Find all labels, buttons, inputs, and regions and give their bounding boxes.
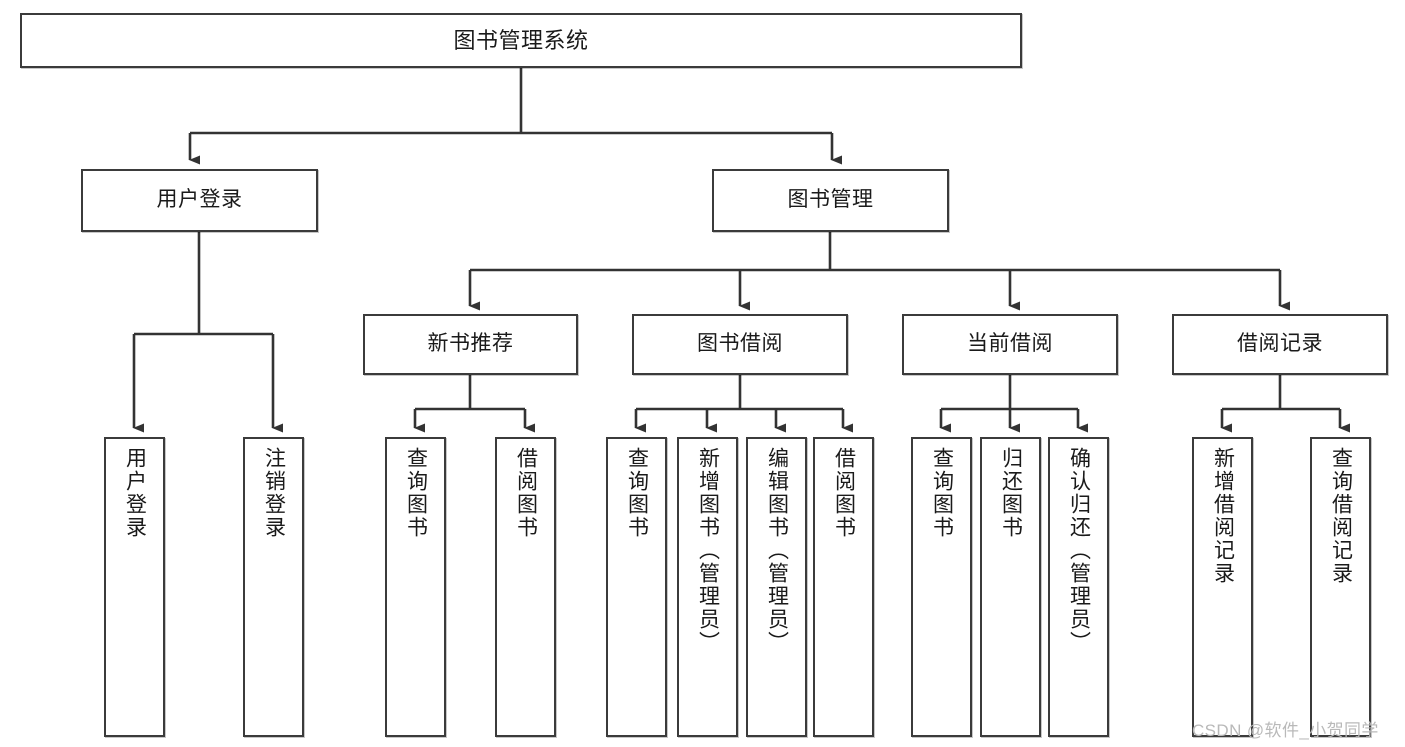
node-label: 查询图书 — [625, 447, 649, 539]
node-label: 借阅图书 — [832, 447, 856, 539]
leaf-book-borrow-add[interactable]: 新增图书（管理员） — [677, 437, 738, 737]
leaf-current-borrow-confirm-return[interactable]: 确认归还（管理员） — [1048, 437, 1109, 737]
leaf-borrow-record-add[interactable]: 新增借阅记录 — [1192, 437, 1253, 737]
node-label: 当前借阅 — [967, 332, 1053, 356]
node-label: 新增图书（管理员） — [696, 447, 720, 654]
leaf-book-borrow-edit[interactable]: 编辑图书（管理员） — [746, 437, 807, 737]
leaf-borrow-record-query[interactable]: 查询借阅记录 — [1310, 437, 1371, 737]
node-root-system[interactable]: 图书管理系统 — [20, 13, 1022, 68]
node-label: 用户登录 — [156, 188, 243, 212]
node-label: 图书借阅 — [697, 332, 783, 356]
leaf-user-login-login[interactable]: 用户登录 — [104, 437, 165, 737]
node-label: 借阅图书 — [514, 447, 538, 539]
leaf-user-login-logout[interactable]: 注销登录 — [243, 437, 304, 737]
csdn-watermark: CSDN @软件_小贺同学 — [1192, 721, 1379, 740]
node-label: 编辑图书（管理员） — [765, 447, 789, 654]
leaf-current-borrow-query[interactable]: 查询图书 — [911, 437, 972, 737]
node-borrow-record[interactable]: 借阅记录 — [1172, 314, 1388, 375]
node-label: 新增借阅记录 — [1211, 447, 1235, 585]
node-label: 新书推荐 — [427, 332, 514, 356]
node-label: 图书管理 — [787, 188, 874, 212]
node-current-borrow[interactable]: 当前借阅 — [902, 314, 1118, 375]
node-label: 注销登录 — [262, 447, 286, 539]
node-user-login[interactable]: 用户登录 — [81, 169, 318, 232]
leaf-book-borrow-query[interactable]: 查询图书 — [606, 437, 667, 737]
leaf-current-borrow-return[interactable]: 归还图书 — [980, 437, 1041, 737]
node-new-book-recommend[interactable]: 新书推荐 — [363, 314, 578, 375]
leaf-new-book-query[interactable]: 查询图书 — [385, 437, 446, 737]
node-label: 确认归还（管理员） — [1067, 447, 1091, 654]
leaf-book-borrow-borrow[interactable]: 借阅图书 — [813, 437, 874, 737]
node-book-management[interactable]: 图书管理 — [712, 169, 949, 232]
node-label: 查询图书 — [404, 447, 428, 539]
node-label: 图书管理系统 — [453, 27, 589, 53]
node-label: 用户登录 — [123, 447, 147, 539]
node-label: 归还图书 — [999, 447, 1023, 539]
node-label: 查询图书 — [930, 447, 954, 539]
node-book-borrow[interactable]: 图书借阅 — [632, 314, 848, 375]
node-label: 借阅记录 — [1237, 332, 1323, 356]
leaf-new-book-borrow[interactable]: 借阅图书 — [495, 437, 556, 737]
node-label: 查询借阅记录 — [1329, 447, 1353, 585]
